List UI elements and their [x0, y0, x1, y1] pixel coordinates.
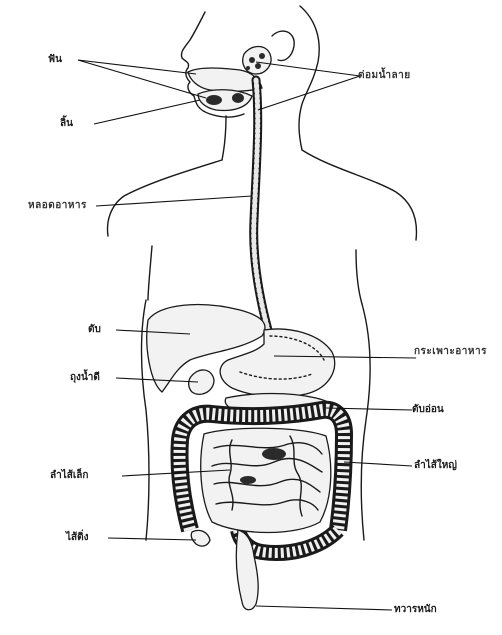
label-anus: ทวารหนัก	[394, 604, 437, 616]
label-salivary-glands: ต่อมน้ำลาย	[358, 70, 411, 82]
label-pancreas: ตับอ่อน	[412, 404, 444, 416]
appendix	[191, 530, 210, 546]
label-teeth: ฟัน	[48, 54, 62, 66]
label-large-intestine: ลำไส้ใหญ่	[414, 460, 457, 472]
label-gallbladder: ถุงน้ำดี	[70, 372, 100, 384]
small-intestine	[201, 428, 331, 532]
label-small-intestine: ลำไส้เล็ก	[50, 470, 88, 482]
label-liver: ตับ	[88, 324, 101, 336]
label-stomach: กระเพาะอาหาร	[414, 346, 487, 358]
label-appendix: ไส้ติ่ง	[66, 532, 89, 544]
esophagus-tube	[254, 80, 268, 330]
label-tongue: ลิ้น	[60, 118, 73, 130]
label-esophagus: หลอดอาหาร	[28, 200, 87, 212]
